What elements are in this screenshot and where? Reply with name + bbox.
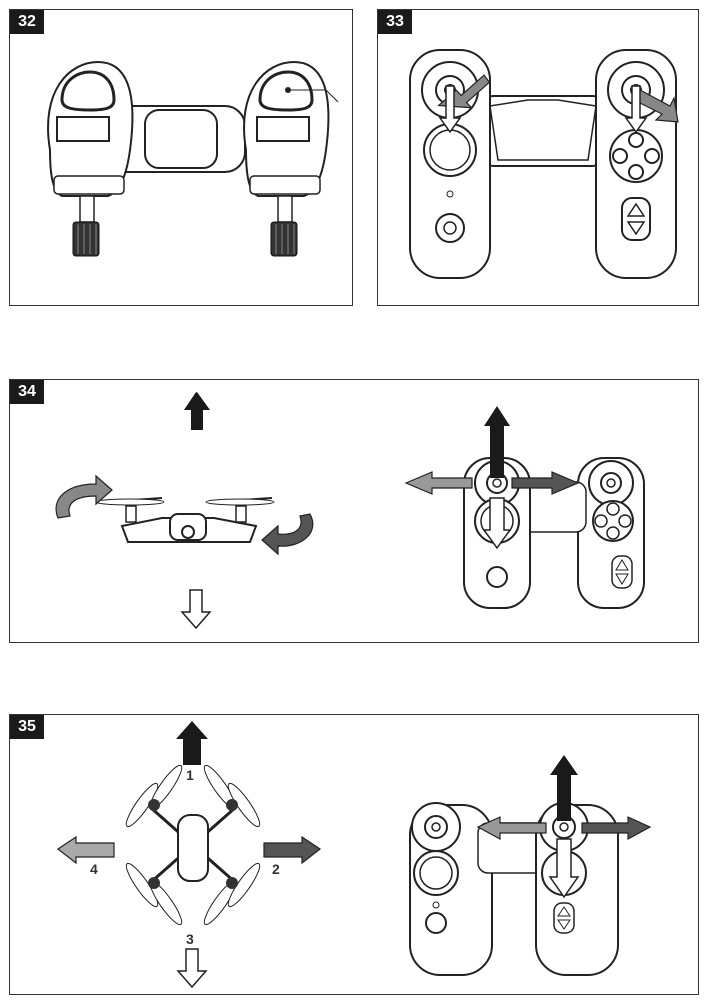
direction-label-1: 1 [186, 767, 194, 783]
controller-front-illustration [47, 60, 339, 257]
direction-label-3: 3 [186, 931, 194, 947]
figure-35-panel: 35 [9, 714, 699, 995]
figure-33-panel: 33 [377, 9, 699, 306]
direction-label-4: 4 [90, 861, 98, 877]
drone-climb-rotate-illustration [55, 392, 645, 630]
figure-number-badge: 33 [378, 10, 412, 34]
figure-32-panel: 32 [9, 9, 353, 306]
figure-number-badge: 34 [10, 380, 44, 404]
figure-number-badge: 35 [10, 715, 44, 739]
controller-top-illustration [409, 49, 679, 279]
figure-34-panel: 34 [9, 379, 699, 643]
figure-number-badge: 32 [10, 10, 44, 34]
direction-label-2: 2 [272, 861, 280, 877]
drone-directional-illustration [56, 721, 652, 989]
